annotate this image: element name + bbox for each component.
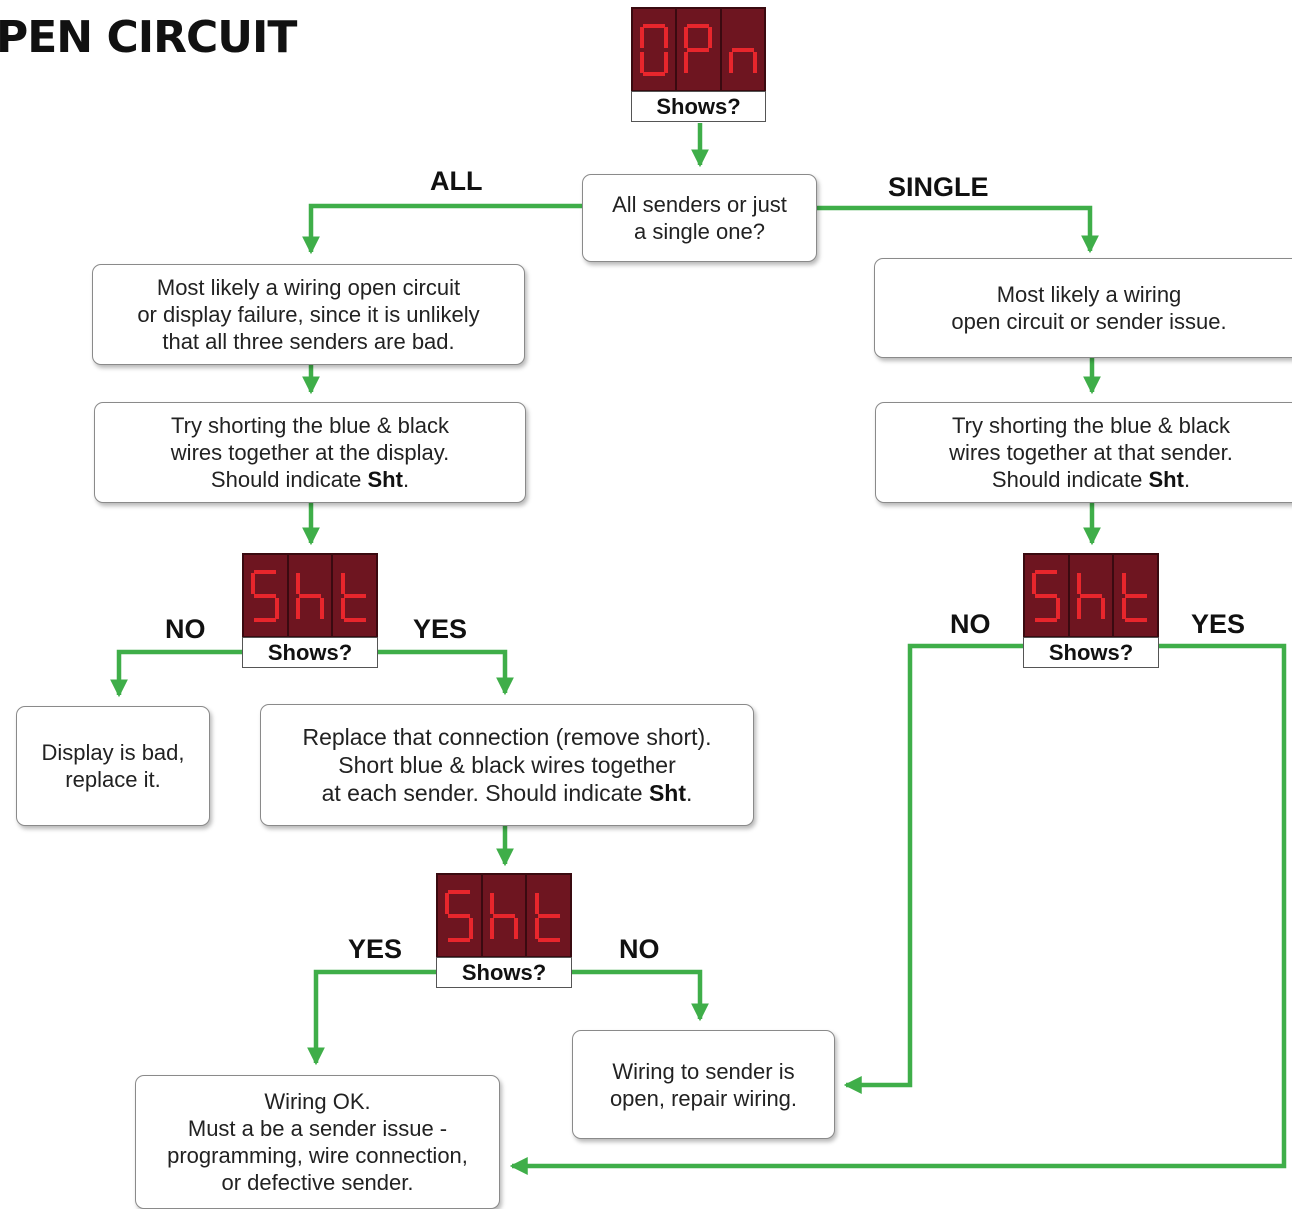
branch-label-yes: YES xyxy=(413,614,468,644)
branch-label-all: ALL xyxy=(430,166,483,196)
arrow-no-wiring-repair xyxy=(571,969,709,1022)
box-line: Replace that connection (remove short). xyxy=(302,724,712,750)
display-caption: Shows? xyxy=(631,91,766,122)
digit-t xyxy=(1114,555,1157,636)
branch-label-single: SINGLE xyxy=(888,172,989,202)
seven-segment-display-sht xyxy=(242,553,378,638)
branch-label-no: NO xyxy=(165,614,206,644)
box-line: Must a be a sender issue - xyxy=(187,1116,448,1141)
question-box: All senders or just a single one? xyxy=(582,174,817,262)
replace-connection-box: Replace that connection (remove short). … xyxy=(260,704,754,826)
box-line: Wiring to sender is xyxy=(612,1058,795,1084)
arrow-single-branch xyxy=(817,205,1099,254)
single-sender-diagnosis-box: Most likely a wiring open circuit or sen… xyxy=(874,258,1292,358)
box-line: at each sender. Should indicate Sht. xyxy=(322,779,693,807)
branch-label-no: NO xyxy=(950,609,991,639)
box-line: Try shorting the blue & black xyxy=(171,413,449,438)
digit-t xyxy=(527,875,570,956)
digit-h xyxy=(483,875,528,956)
box-line: open, repair wiring. xyxy=(609,1085,798,1111)
box-line: a single one? xyxy=(634,219,765,244)
arrow-yes-wiring-ok xyxy=(307,969,437,1066)
arrow-yes-replace xyxy=(377,649,514,696)
arrow-all-branch xyxy=(302,203,582,255)
wiring-ok-box: Wiring OK. Must a be a sender issue - pr… xyxy=(135,1075,500,1209)
short-at-sender-box: Try shorting the blue & black wires toge… xyxy=(875,402,1292,503)
display-bad-box: Display is bad, replace it. xyxy=(16,706,210,826)
short-at-display-box: Try shorting the blue & black wires toge… xyxy=(94,402,526,503)
display-caption: Shows? xyxy=(242,637,378,668)
branch-label-yes: YES xyxy=(1191,609,1246,639)
box-line: Display is bad, xyxy=(41,740,185,765)
seven-segment-display-sht xyxy=(436,873,572,958)
seven-segment-display-sht xyxy=(1023,553,1159,638)
digit-h xyxy=(1070,555,1115,636)
box-line: Try shorting the blue & black xyxy=(952,413,1230,438)
branch-label-no: NO xyxy=(619,934,660,964)
arrow-single-yes-ok xyxy=(509,643,1287,1175)
arrow-no-display-bad xyxy=(110,649,243,698)
arrow-single-no-repair xyxy=(843,643,1024,1094)
display-caption: Shows? xyxy=(436,957,572,988)
box-line: wires together at the display. xyxy=(170,440,450,465)
box-line: wires together at that sender. xyxy=(949,440,1233,465)
seven-segment-display-opn xyxy=(631,7,766,92)
box-line: replace it. xyxy=(65,767,161,792)
box-line: Most likely a wiring xyxy=(996,282,1182,307)
all-senders-diagnosis-box: Most likely a wiring open circuit or dis… xyxy=(92,264,525,365)
digit-s xyxy=(1025,555,1070,636)
box-line-end: . xyxy=(402,467,410,492)
digit-s xyxy=(438,875,483,956)
box-line: Wiring OK. xyxy=(264,1089,371,1114)
box-line: or display failure, since it is unlikely xyxy=(137,302,480,327)
box-line: Should indicate Sht. xyxy=(211,466,409,493)
digit-t xyxy=(333,555,376,636)
digit-h xyxy=(289,555,334,636)
box-line: Most likely a wiring open circuit xyxy=(156,275,461,300)
box-line: Short blue & black wires together xyxy=(338,752,676,778)
box-line: open circuit or sender issue. xyxy=(951,309,1227,334)
box-line: programming, wire connection, xyxy=(167,1143,468,1168)
box-line-text: Should indicate xyxy=(991,467,1149,492)
box-line-end: . xyxy=(1183,467,1191,492)
display-caption: Shows? xyxy=(1023,637,1159,668)
page-title: PEN CIRCUIT xyxy=(0,12,297,63)
box-line: All senders or just xyxy=(612,192,787,217)
box-line-text: at each sender. Should indicate xyxy=(321,780,649,806)
digit-s xyxy=(244,555,289,636)
box-line-end: . xyxy=(686,780,693,806)
digit-o xyxy=(633,9,678,90)
digit-p xyxy=(677,9,722,90)
box-line: Should indicate Sht. xyxy=(992,466,1190,493)
digit-n xyxy=(722,9,764,90)
box-line: that all three senders are bad. xyxy=(162,329,455,354)
branch-label-yes: YES xyxy=(348,934,403,964)
sht-bold: Sht xyxy=(367,467,403,492)
sht-bold: Sht xyxy=(648,780,687,806)
box-line-text: Should indicate xyxy=(210,467,368,492)
box-line: or defective sender. xyxy=(221,1170,414,1195)
wiring-repair-box: Wiring to sender is open, repair wiring. xyxy=(572,1030,835,1139)
sht-bold: Sht xyxy=(1148,467,1184,492)
